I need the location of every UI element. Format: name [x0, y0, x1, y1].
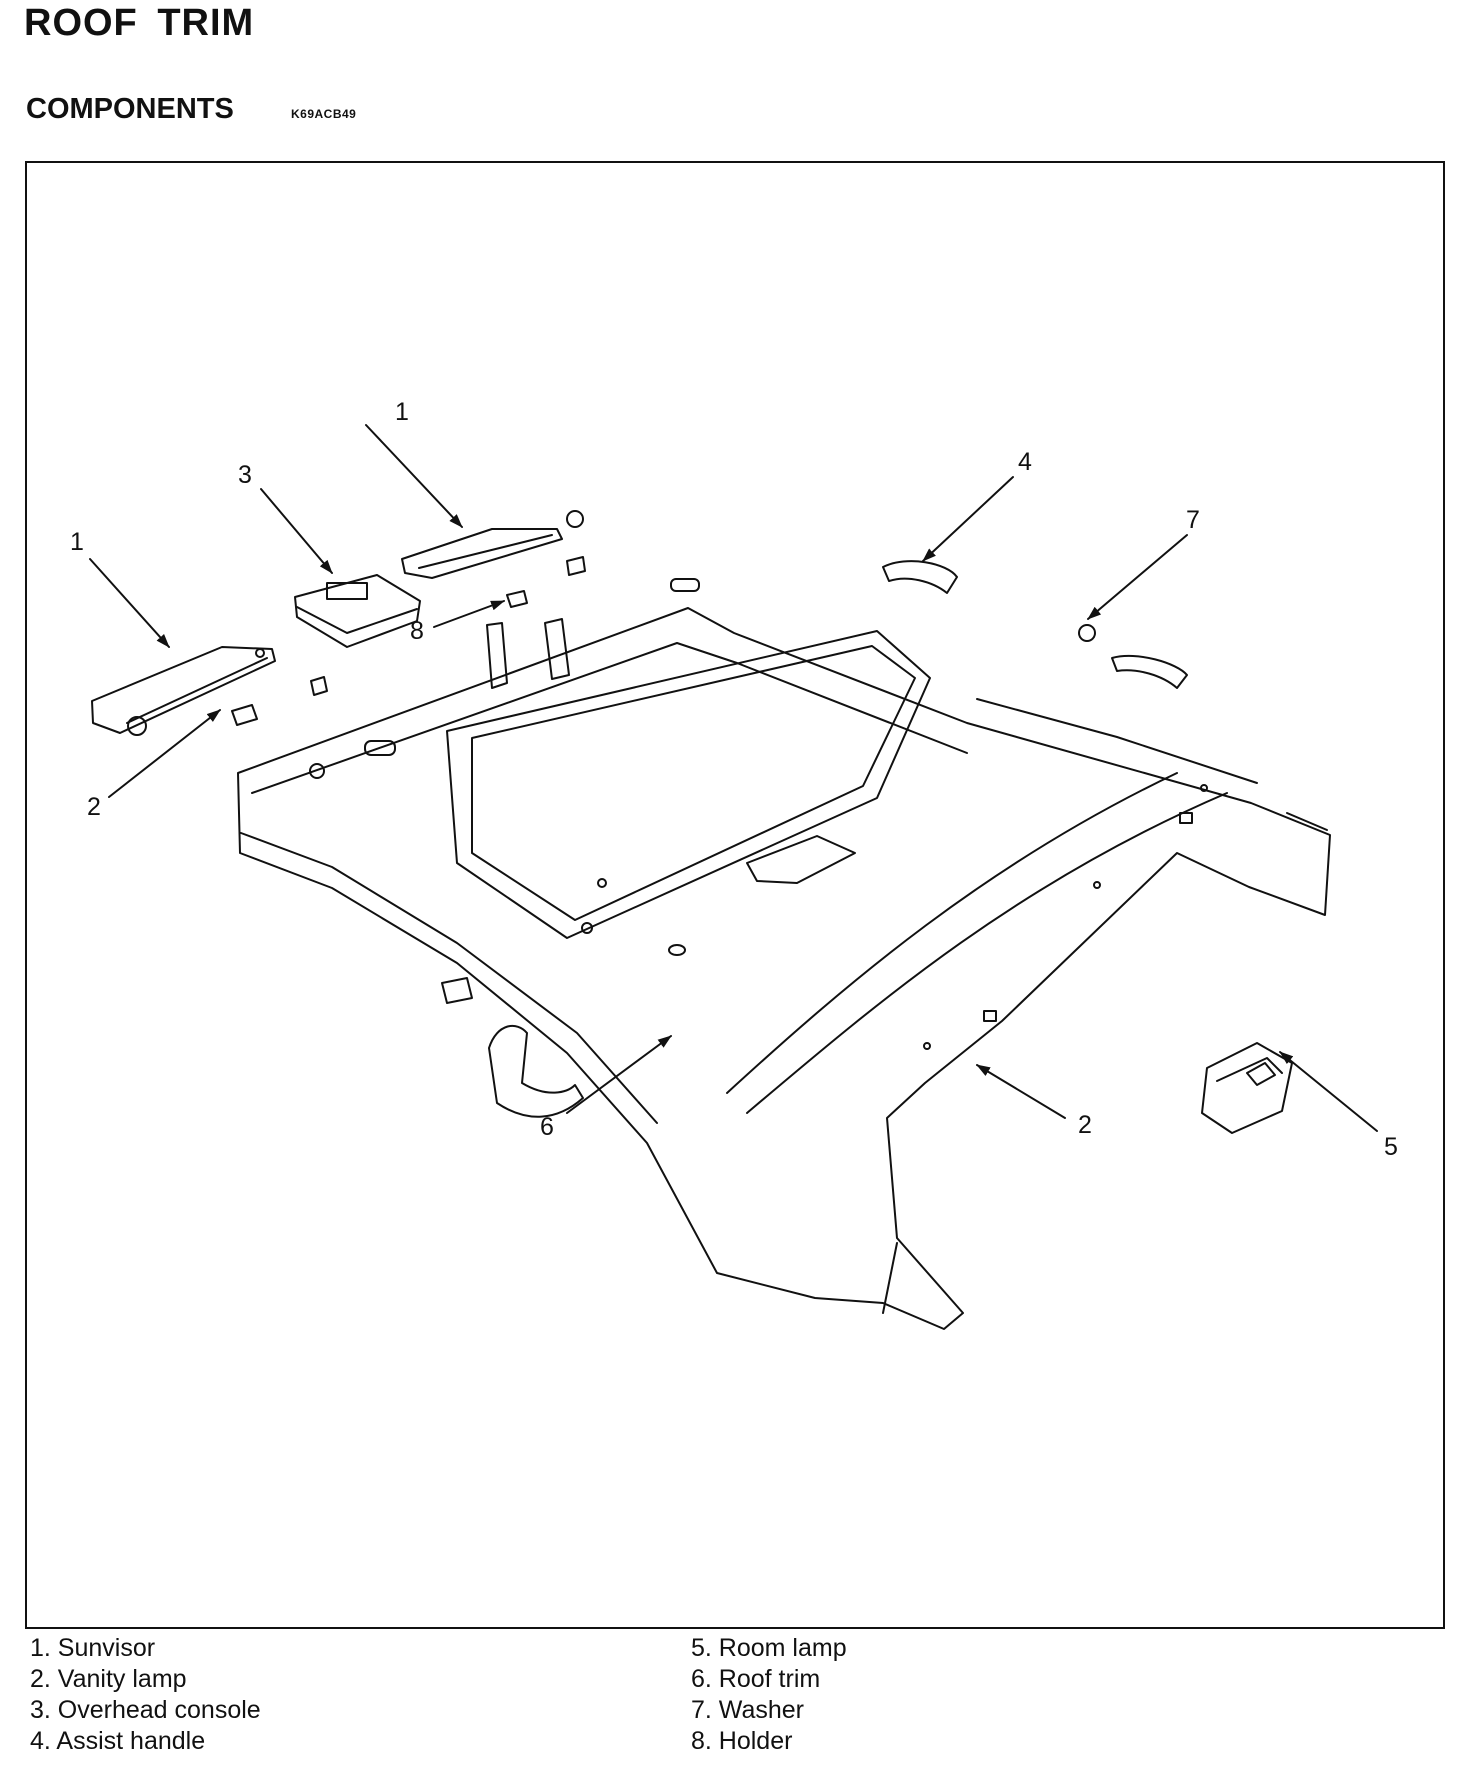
diagram-frame: 1 3 4 7 1 8 2 6 2 5	[25, 161, 1445, 1629]
callout-label: 4	[1018, 448, 1032, 476]
callout-label: 7	[1186, 506, 1200, 534]
assist-handle-left-part	[441, 977, 584, 1118]
assist-handle-right-part	[882, 560, 1188, 689]
callout-label: 6	[540, 1113, 554, 1141]
callout-label: 5	[1384, 1133, 1398, 1161]
sunvisor-left-part	[91, 646, 276, 736]
callout-label: 3	[238, 461, 252, 489]
figure-code: K69ACB49	[291, 107, 357, 121]
callout-label: 1	[70, 528, 84, 556]
leader-arrows	[89, 424, 1378, 1132]
roof-trim-part	[237, 578, 1331, 1330]
legend-item: 2. Vanity lamp	[30, 1665, 187, 1693]
page-title: ROOF TRIM	[24, 2, 255, 44]
legend-left: 1. Sunvisor 2. Vanity lamp 3. Overhead c…	[30, 1633, 261, 1757]
legend-right: 5. Room lamp 6. Roof trim 7. Washer 8. H…	[691, 1633, 847, 1757]
callout-label: 2	[87, 793, 101, 821]
room-lamp-part	[1201, 1042, 1293, 1134]
legend-item: 4. Assist handle	[30, 1727, 206, 1755]
legend-item: 7. Washer	[691, 1696, 805, 1724]
legend-item: 8. Holder	[691, 1727, 793, 1755]
callout-labels: 1 3 4 7 1 8 2 6 2 5	[70, 398, 1398, 1161]
callout-label: 8	[410, 617, 424, 645]
legend-item: 6. Roof trim	[691, 1665, 821, 1693]
overhead-console-part	[294, 574, 421, 648]
callout-label: 1	[395, 398, 409, 426]
exploded-diagram: 1 3 4 7 1 8 2 6 2 5	[70, 398, 1398, 1330]
vanity-lamp-part	[231, 704, 258, 726]
legend-item: 3. Overhead console	[30, 1696, 261, 1724]
section-title: COMPONENTS	[26, 93, 234, 125]
legend-item: 1. Sunvisor	[30, 1634, 156, 1662]
holder-part	[310, 556, 586, 696]
sunvisor-right-part	[401, 510, 584, 579]
legend-item: 5. Room lamp	[691, 1634, 847, 1662]
callout-label: 2	[1078, 1111, 1092, 1139]
